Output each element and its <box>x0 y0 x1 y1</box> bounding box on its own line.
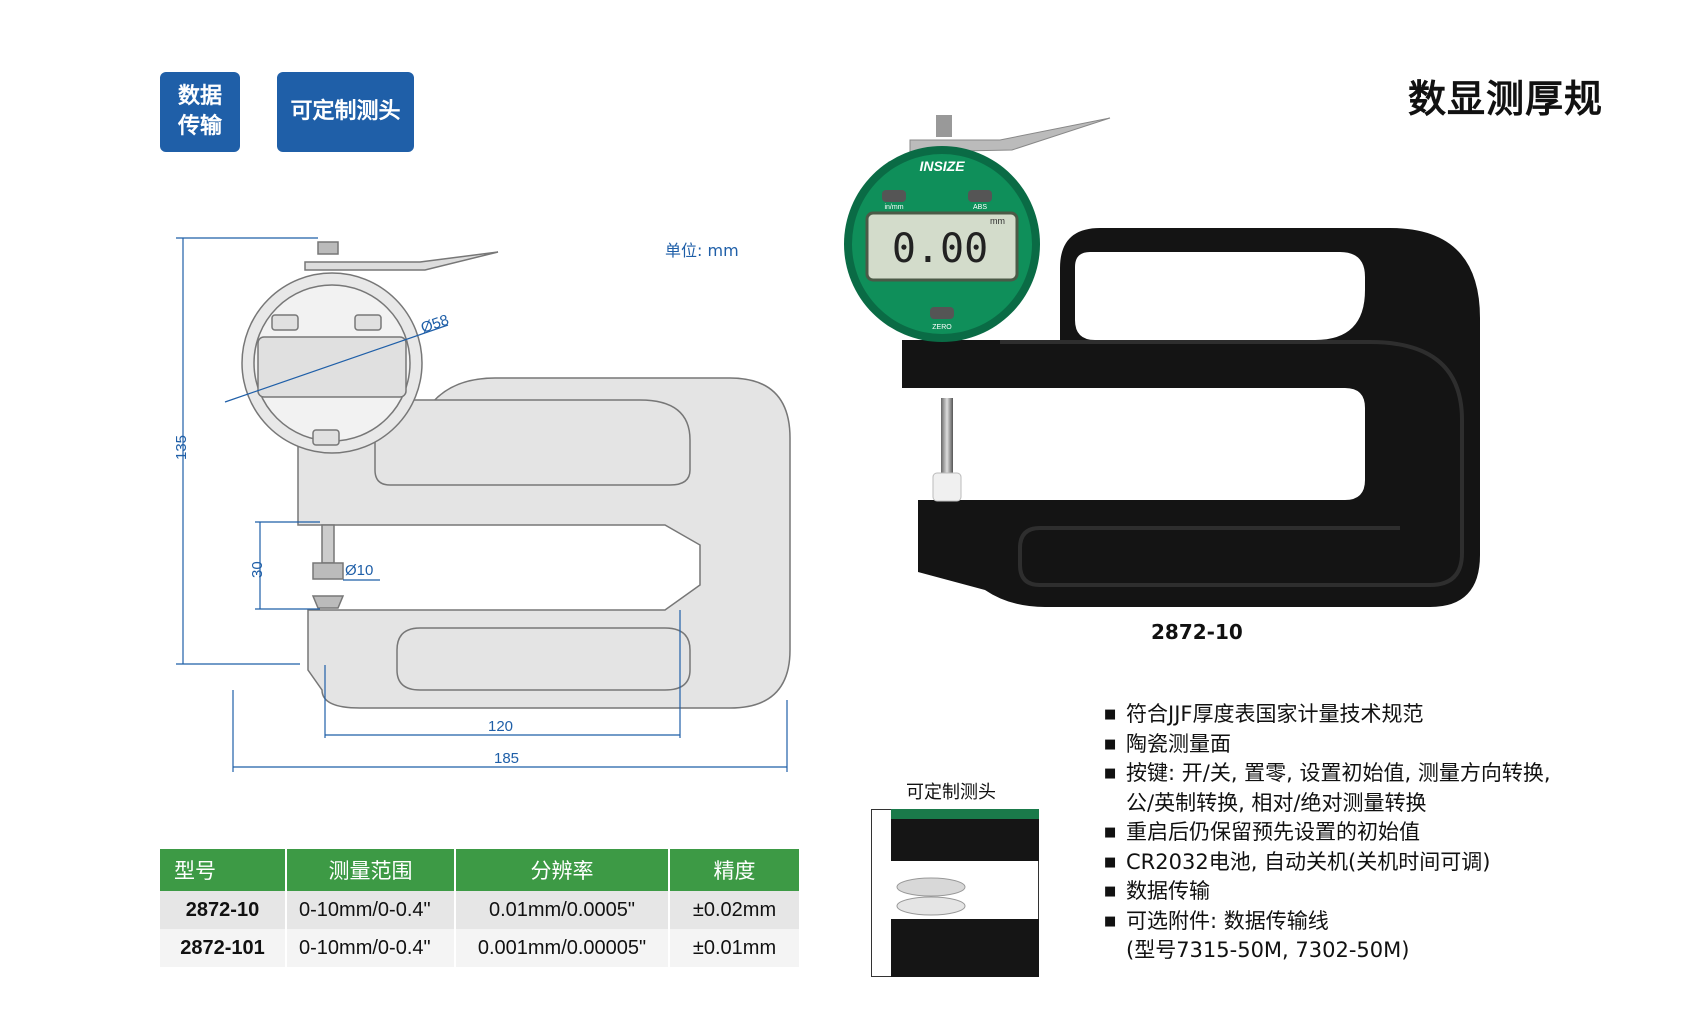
feature-text: 重启后仍保留预先设置的初始值 <box>1126 820 1420 844</box>
page-title: 数显测厚规 <box>1408 77 1604 121</box>
cell-range: 0-10mm/0-0.4" <box>286 891 456 929</box>
header-resolution: 分辨率 <box>455 849 670 891</box>
product-photo: INSIZE 0.00 mm in/mm ABS ZERO <box>844 115 1480 607</box>
feature-text: 陶瓷测量面 <box>1126 731 1231 756</box>
technical-drawing: 135 30 Ø58 Ø10 120 185 <box>173 237 791 772</box>
feature-text: 按键: 开/关, 置零, 设置初始值, 测量方向转换, <box>1126 761 1551 785</box>
feature-text: 可选附件: 数据传输线 <box>1126 908 1329 933</box>
header-range: 测量范围 <box>286 849 456 891</box>
cell-resolution: 0.01mm/0.0005" <box>455 891 670 929</box>
feature-item: ■按键: 开/关, 置零, 设置初始值, 测量方向转换, <box>1104 761 1551 785</box>
dim-height-total: 135 <box>173 435 190 460</box>
feature-text: 数据传输 <box>1126 879 1210 903</box>
feature-item: ■CR2032电池, 自动关机(关机时间可调) <box>1104 849 1491 874</box>
feature-item-continued: (型号7315-50M, 7302-50M) <box>1104 936 1664 966</box>
gauge-btn-abs: ABS <box>973 204 987 211</box>
dim-throat: 120 <box>488 718 513 735</box>
dim-length-total: 185 <box>494 750 519 767</box>
feature-item: ■数据传输 <box>1104 879 1210 903</box>
feature-item: ■重启后仍保留预先设置的初始值 <box>1104 820 1420 844</box>
gauge-unit: mm <box>990 216 1005 226</box>
header-accuracy: 精度 <box>669 849 801 891</box>
feature-text: 符合JJF厚度表国家计量技术规范 <box>1126 702 1424 726</box>
custom-tip-badge: 可定制测头 <box>277 72 414 152</box>
feature-item: ■陶瓷测量面 <box>1104 731 1231 756</box>
custom-tip-inset-photo <box>871 809 1039 977</box>
cell-model: 2872-10 <box>160 891 287 929</box>
unit-label: 单位: mm <box>665 241 739 260</box>
cell-resolution: 0.001mm/0.00005" <box>455 929 670 967</box>
dim-dial-dia: Ø58 <box>419 311 451 336</box>
feature-text: 公/英制转换, 相对/绝对测量转换 <box>1126 790 1427 815</box>
header-model: 型号 <box>160 849 287 891</box>
gauge-btn-zero: ZERO <box>932 324 952 331</box>
cell-range: 0-10mm/0-0.4" <box>286 929 456 967</box>
feature-item: ■符合JJF厚度表国家计量技术规范 <box>1104 702 1424 726</box>
feature-item: ■可选附件: 数据传输线 <box>1104 908 1329 933</box>
feature-text: (型号7315-50M, 7302-50M) <box>1126 938 1410 962</box>
feature-list: ■符合JJF厚度表国家计量技术规范 ■陶瓷测量面 ■按键: 开/关, 置零, 设… <box>1104 700 1664 966</box>
feature-item-continued: 公/英制转换, 相对/绝对测量转换 <box>1104 789 1664 819</box>
feature-text: CR2032电池, 自动关机(关机时间可调) <box>1126 849 1491 874</box>
data-transfer-badge: 数据 传输 <box>160 72 240 152</box>
gauge-reading: 0.00 <box>892 226 988 272</box>
cell-model: 2872-101 <box>160 929 287 967</box>
cell-accuracy: ±0.02mm <box>669 891 801 929</box>
gauge-brand-logo: INSIZE <box>919 158 965 174</box>
cell-accuracy: ±0.01mm <box>669 929 801 967</box>
dim-gap: 30 <box>249 561 266 578</box>
dim-tip-dia: Ø10 <box>345 562 373 579</box>
inset-label: 可定制测头 <box>906 782 996 803</box>
product-model-label: 2872-10 <box>1151 620 1243 644</box>
table-row: 2872-10 0-10mm/0-0.4" 0.01mm/0.0005" ±0.… <box>160 891 801 929</box>
specs-table: 型号 测量范围 分辨率 精度 2872-10 0-10mm/0-0.4" 0.0… <box>160 849 801 967</box>
gauge-btn-inmm: in/mm <box>884 204 903 211</box>
table-header-row: 型号 测量范围 分辨率 精度 <box>160 849 801 891</box>
table-row: 2872-101 0-10mm/0-0.4" 0.001mm/0.00005" … <box>160 929 801 967</box>
